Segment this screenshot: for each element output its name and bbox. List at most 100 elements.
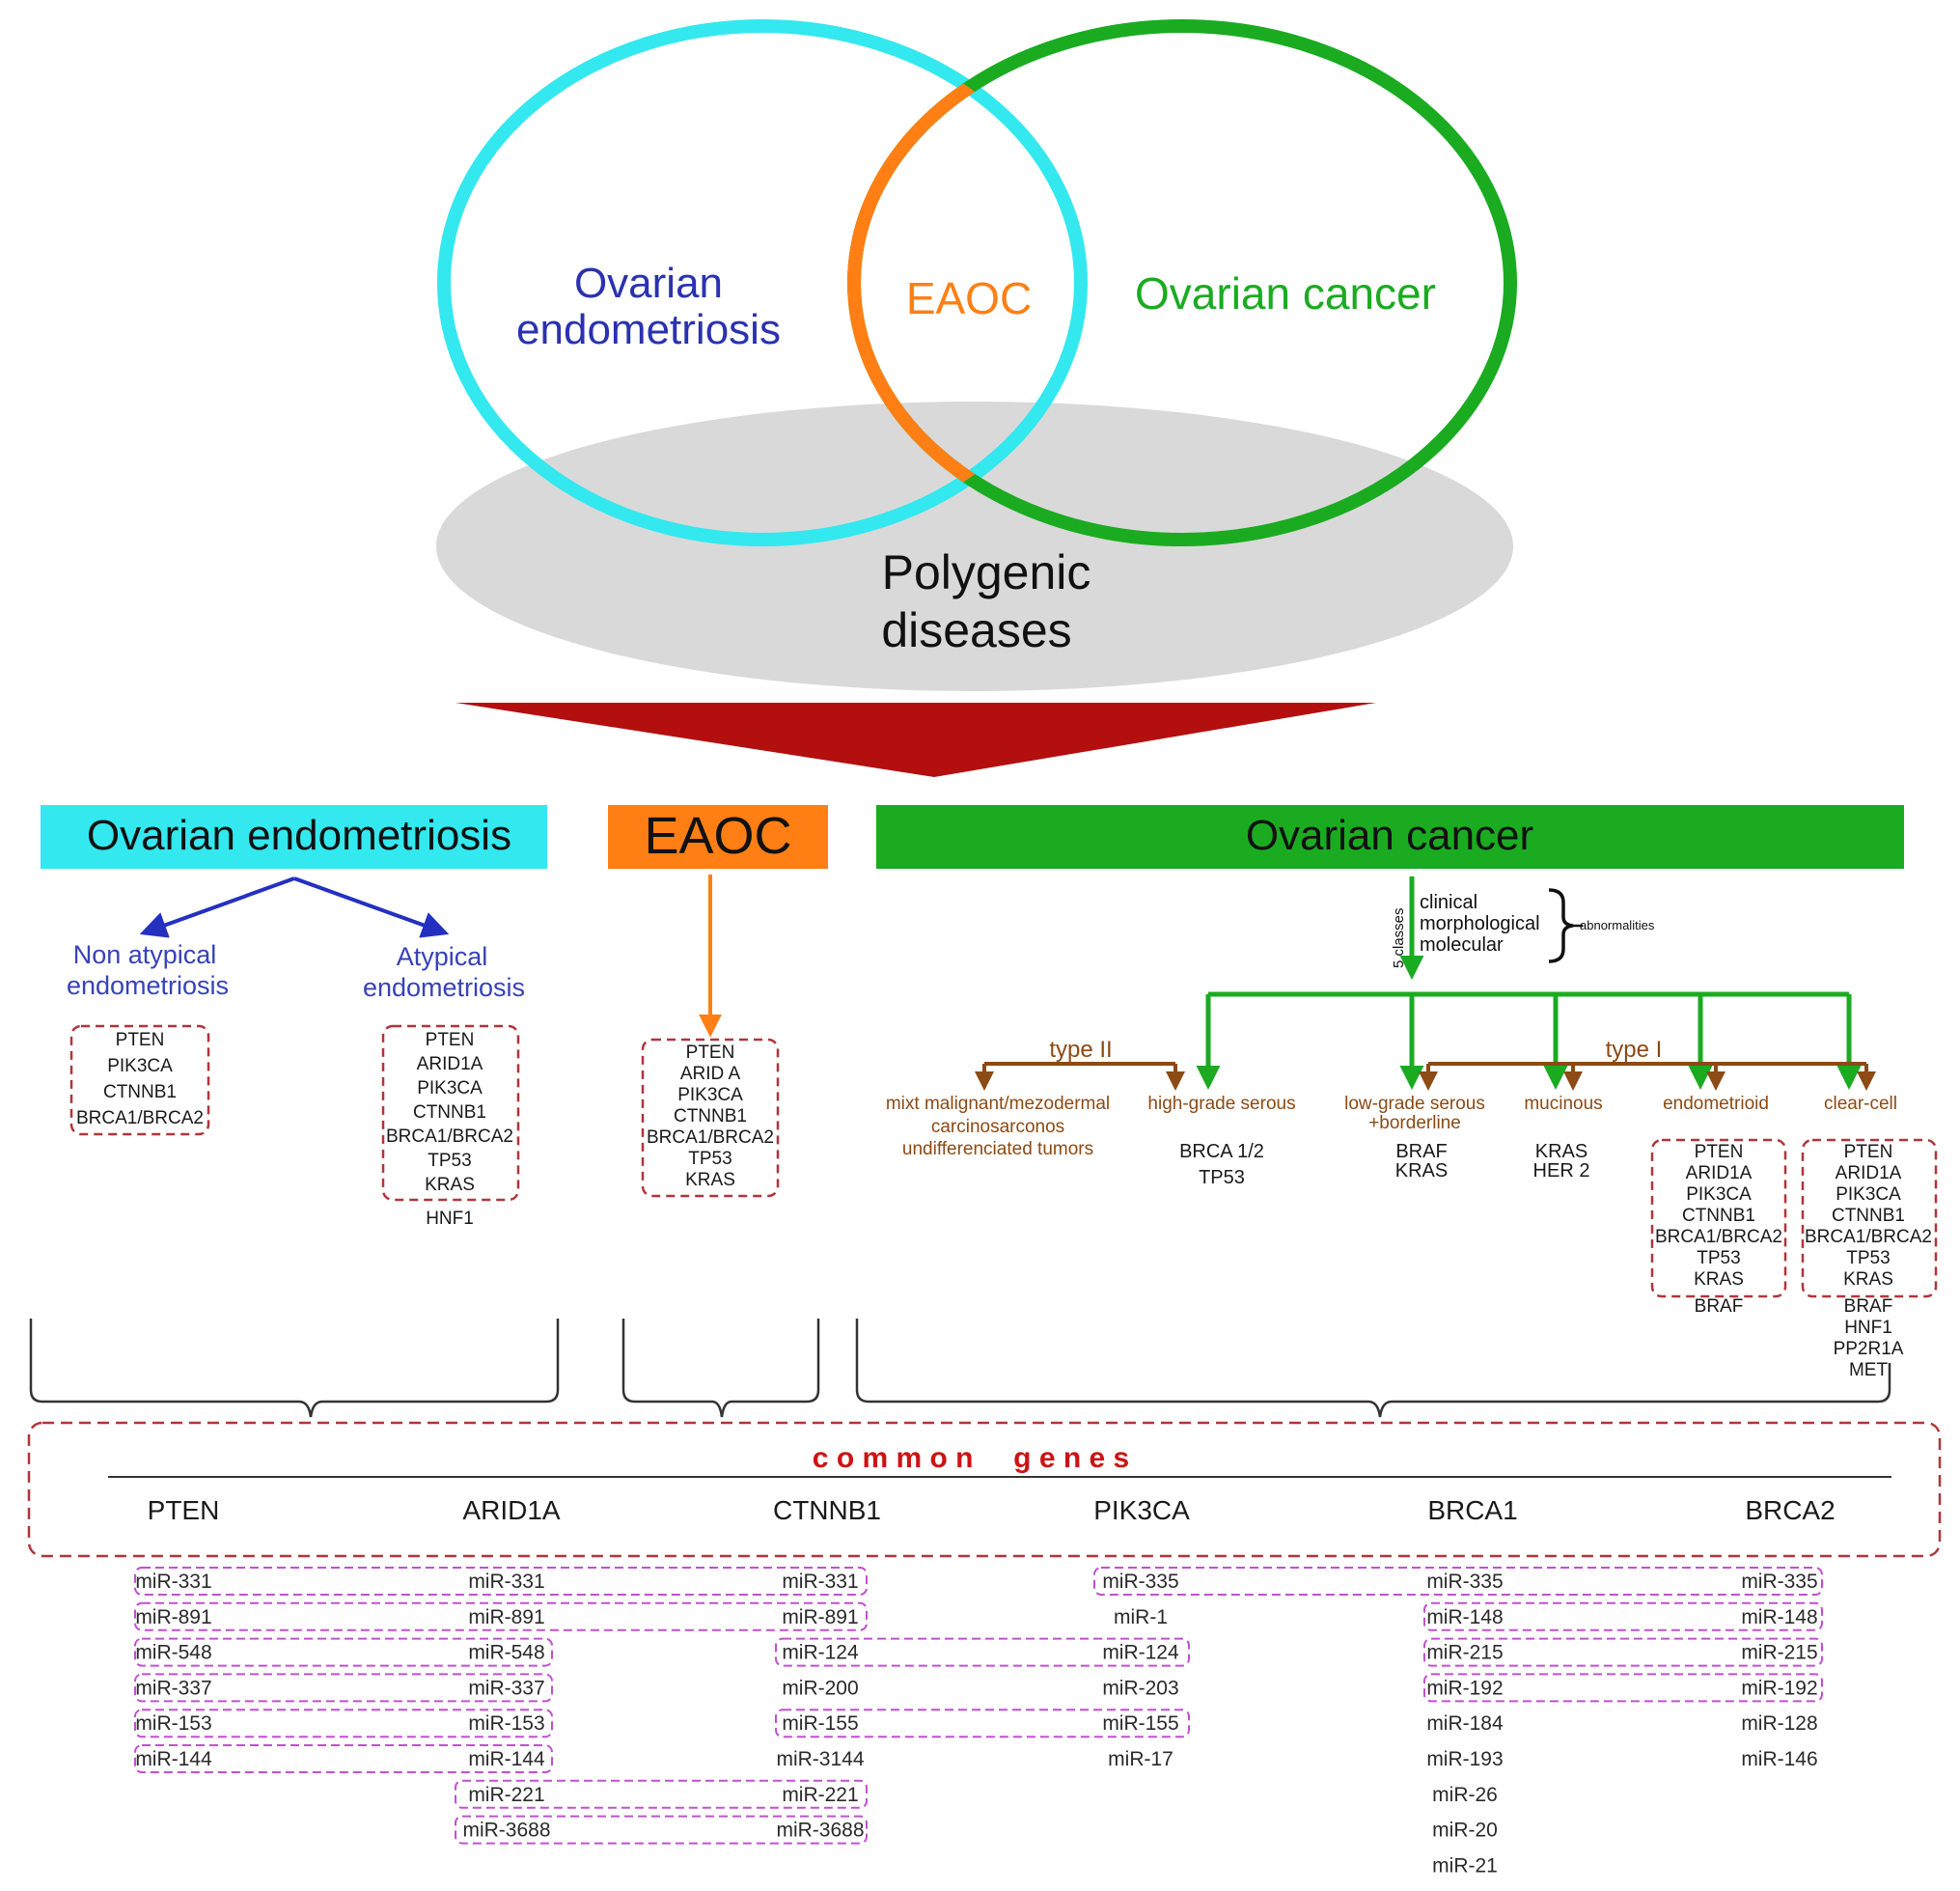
mirna-label: miR-155 (782, 1712, 858, 1735)
endometriosis-branch: Non atypical endometriosis Atypical endo… (67, 876, 525, 1229)
non-atypical-gene-box (69, 1024, 210, 1136)
gene-label: KRAS (1395, 1160, 1448, 1182)
gene-label: TP53 (428, 1151, 471, 1171)
mirna-label: miR-192 (1426, 1677, 1503, 1699)
mirna-link-box (134, 1709, 553, 1738)
mirna-label: miR-221 (468, 1784, 544, 1806)
gene-label: KRAS (1694, 1269, 1744, 1290)
mirna-label: miR-148 (1426, 1606, 1503, 1628)
mirna-link-box (1423, 1637, 1823, 1667)
mirna-label: miR-124 (782, 1642, 859, 1664)
eaoc-header-label: EAOC (644, 807, 791, 865)
mirna-link-box (134, 1673, 553, 1703)
subtype-high-grade: high-grade serous (1147, 1094, 1295, 1114)
atypical-gene-list: PTENARID1APIK3CACTNNB1BRCA1/BRCA2TP53KRA… (386, 1030, 513, 1229)
subtype-mixt: undifferenciated tumors (902, 1139, 1093, 1159)
mirna-label: miR-192 (1741, 1677, 1817, 1699)
non-atypical-label: endometriosis (67, 971, 229, 1000)
mirna-link-box (1423, 1601, 1823, 1631)
gene-label: BRCA1/BRCA2 (386, 1126, 513, 1147)
common-genes-title: c o m m o n g e n e s (813, 1442, 1129, 1474)
gene-label: CTNNB1 (413, 1102, 486, 1123)
mirna-columns: miR-331miR-891miR-548miR-337miR-153miR-1… (135, 1571, 1817, 1877)
mirna-label: miR-337 (468, 1677, 544, 1699)
eaoc-header (608, 805, 828, 869)
mirna-label: miR-153 (135, 1712, 211, 1735)
gene-label: PTEN (1844, 1142, 1893, 1162)
subtype-mucinous: mucinous (1524, 1094, 1602, 1114)
subtype-mixt: mixt malignant/mezodermal (886, 1094, 1110, 1114)
mirna-label: miR-337 (135, 1677, 211, 1699)
gene-label: CTNNB1 (1832, 1206, 1905, 1226)
mirna-label: miR-3688 (776, 1820, 864, 1842)
gene-label: TP53 (1697, 1248, 1740, 1268)
gene-label: BRAF (1844, 1296, 1893, 1317)
venn-endometriosis-label: endometriosis (516, 306, 781, 353)
subtype-low-grade: low-grade serous (1344, 1094, 1485, 1114)
gene-label: HNF1 (426, 1209, 474, 1229)
clear-cell-gene-list: PTENARID1APIK3CACTNNB1BRCA1/BRCA2TP53KRA… (1805, 1142, 1932, 1380)
mirna-label: miR-128 (1741, 1712, 1817, 1735)
classification-item: molecular (1420, 934, 1504, 956)
atypical-label: Atypical (397, 942, 488, 971)
mirna-label: miR-193 (1426, 1748, 1503, 1770)
mirna-label: miR-221 (782, 1784, 858, 1806)
gene-label: MET (1849, 1360, 1889, 1380)
gene-label: BRCA1/BRCA2 (1805, 1227, 1932, 1247)
endometriosis-header (41, 805, 547, 869)
mirna-link-box (134, 1567, 868, 1596)
subtype-mixt: carcinosarconos (931, 1117, 1064, 1137)
gene-label: ARID A (680, 1064, 741, 1084)
mirna-label: miR-153 (468, 1712, 544, 1735)
mirna-label: miR-21 (1432, 1854, 1498, 1877)
non-atypical-label: Non atypical (73, 940, 217, 969)
gene-label: BRCA1/BRCA2 (647, 1127, 774, 1148)
mirna-link-box (134, 1637, 553, 1667)
gene-label: KRAS (425, 1175, 475, 1195)
classification-item: clinical (1420, 892, 1477, 913)
section-headers: Ovarian endometriosis EAOC Ovarian cance… (41, 805, 1904, 869)
gene-label: CTNNB1 (674, 1106, 747, 1126)
mirna-label: miR-200 (782, 1677, 858, 1699)
mirna-link-box (1093, 1567, 1823, 1596)
cancer-header-label: Ovarian cancer (1246, 812, 1533, 859)
mirna-label: miR-20 (1432, 1820, 1498, 1842)
cancer-header (876, 805, 1904, 869)
endometrioid-gene-list: PTENARID1APIK3CACTNNB1BRCA1/BRCA2TP53KRA… (1655, 1142, 1782, 1317)
common-gene-header: PIK3CA (1093, 1495, 1190, 1525)
mirna-label: miR-891 (782, 1606, 858, 1628)
mirna-label: miR-17 (1108, 1748, 1173, 1770)
venn-eaoc-label: EAOC (906, 273, 1032, 323)
gene-label: HNF1 (1844, 1318, 1892, 1338)
gene-label: ARID1A (417, 1054, 483, 1074)
common-gene-header: BRCA1 (1427, 1495, 1517, 1525)
mirna-label: miR-203 (1102, 1677, 1178, 1699)
mirna-link-box (1423, 1673, 1823, 1703)
atypical-gene-box (381, 1024, 520, 1202)
subtype-low-grade: +borderline (1368, 1113, 1461, 1133)
gene-label: KRAS (1843, 1269, 1893, 1290)
gene-label: BRAF (1395, 1141, 1447, 1162)
gene-label: PP2R1A (1834, 1339, 1904, 1359)
common-gene-header: ARID1A (462, 1495, 560, 1525)
mirna-label: miR-891 (468, 1606, 544, 1628)
mirna-label: miR-215 (1426, 1642, 1503, 1664)
mirna-label: miR-891 (135, 1606, 211, 1628)
endometrioid-gene-box (1650, 1138, 1787, 1298)
abnormalities-label: abnormalities (1580, 918, 1655, 932)
gene-label: HER 2 (1533, 1160, 1590, 1182)
grouping-brackets (29, 1319, 1891, 1418)
mirna-link-boxes (134, 1567, 1823, 1845)
eaoc-gene-box (641, 1038, 780, 1198)
mirna-label: miR-548 (135, 1642, 211, 1664)
gene-label: PIK3CA (677, 1085, 743, 1105)
mirna-label: miR-215 (1741, 1642, 1817, 1664)
mirna-link-box (134, 1744, 553, 1773)
gene-label: ARID1A (1836, 1163, 1902, 1183)
